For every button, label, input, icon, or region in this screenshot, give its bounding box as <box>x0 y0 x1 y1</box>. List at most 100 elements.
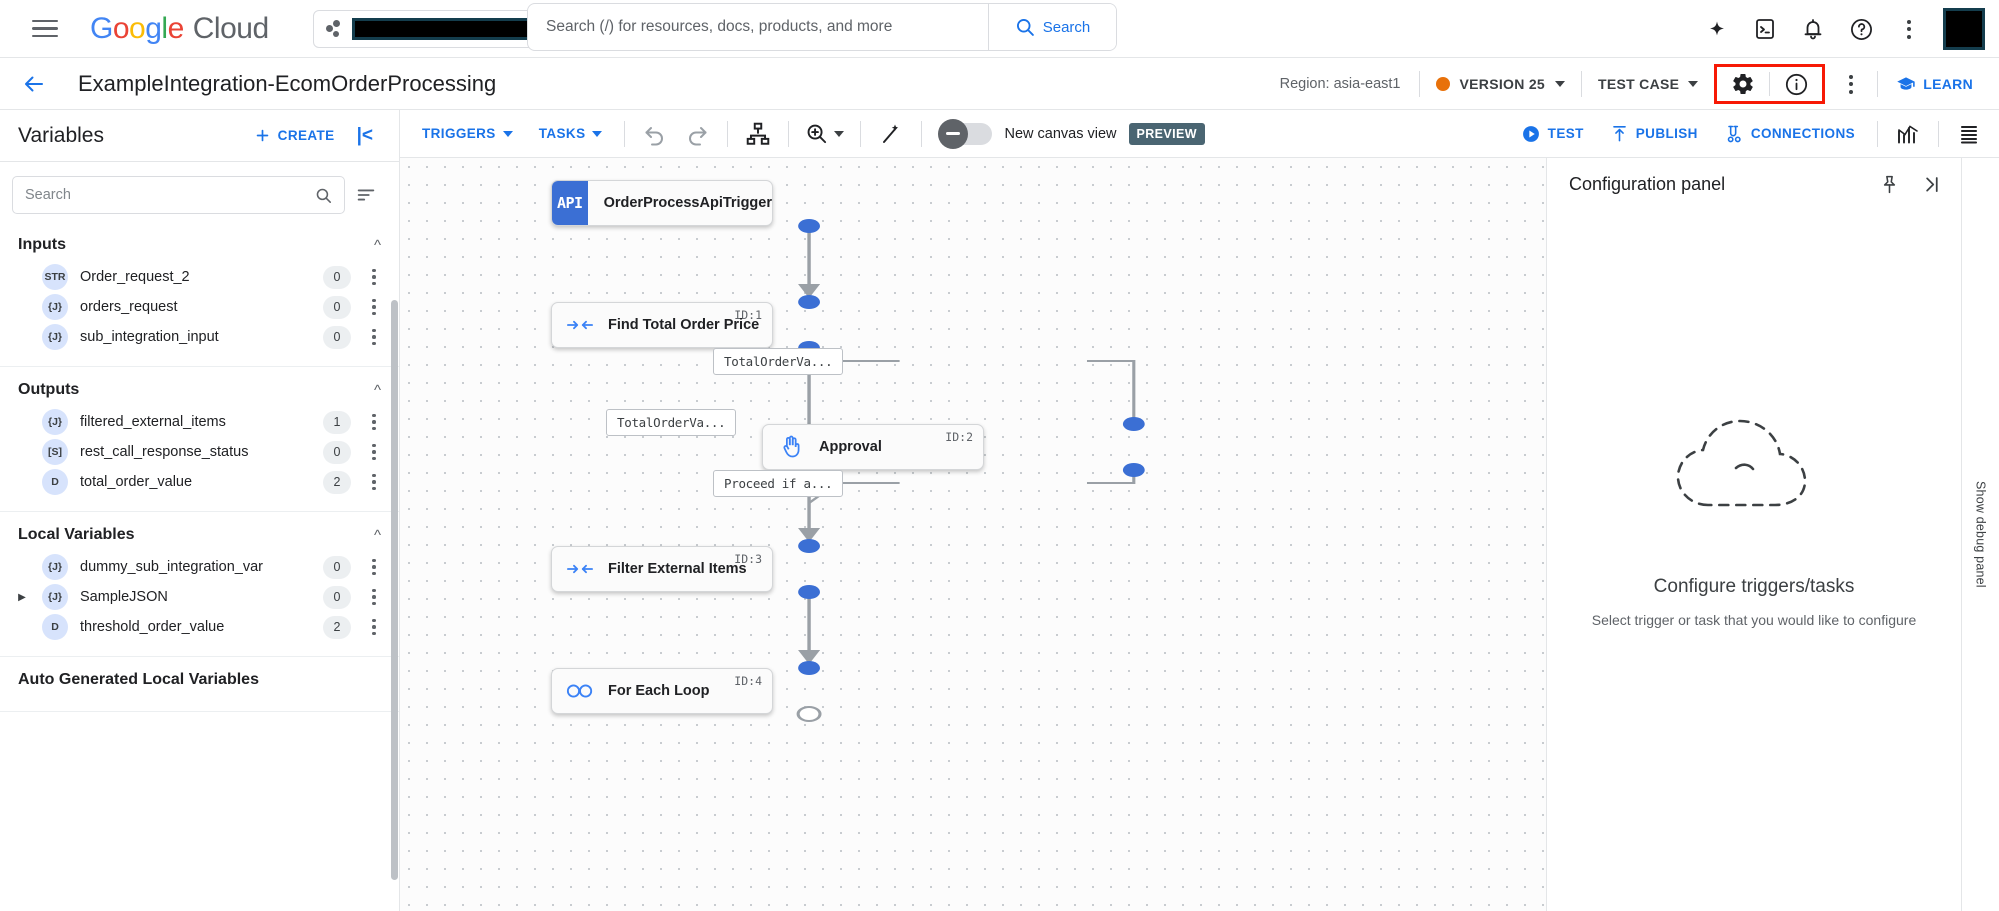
variable-name: SampleJSON <box>80 589 168 605</box>
variable-count: 0 <box>323 295 351 319</box>
row-more-icon[interactable] <box>363 268 385 286</box>
test-button[interactable]: TEST <box>1509 116 1596 152</box>
logs-list-icon[interactable] <box>1949 116 1989 152</box>
api-badge: API <box>552 181 588 225</box>
publish-button[interactable]: PUBLISH <box>1598 116 1710 151</box>
new-canvas-view-toggle[interactable] <box>938 118 993 149</box>
variable-row[interactable]: D total_order_value 2 <box>0 467 399 497</box>
pin-icon[interactable] <box>1869 166 1909 202</box>
flow-node-for-each-loop[interactable]: For Each Loop ID:4 <box>551 668 773 714</box>
row-more-icon[interactable] <box>363 618 385 636</box>
search-input[interactable] <box>25 187 315 203</box>
collapse-panel-icon[interactable]: |< <box>356 124 373 146</box>
flow-node-trigger[interactable]: API OrderProcessApiTrigger <box>551 180 773 226</box>
variable-name: sub_integration_input <box>80 329 219 345</box>
connections-icon <box>1727 125 1741 142</box>
expand-triangle-icon[interactable]: ▶ <box>18 591 26 603</box>
row-more-icon[interactable] <box>363 473 385 491</box>
row-more-icon[interactable] <box>363 588 385 606</box>
row-more-icon[interactable] <box>363 558 385 576</box>
header-actions <box>1695 0 1985 58</box>
group-header[interactable]: Inputs ^ <box>0 222 399 262</box>
variable-row[interactable]: {J} sub_integration_input 0 <box>0 322 399 352</box>
more-vert-icon[interactable] <box>1887 7 1931 51</box>
flow-edges <box>796 219 1145 722</box>
edge-label[interactable]: TotalOrderVa... <box>713 348 844 375</box>
row-more-icon[interactable] <box>363 298 385 316</box>
region-label: Region: asia-east1 <box>1279 76 1401 92</box>
global-search[interactable]: Search <box>527 3 1117 51</box>
variable-name: total_order_value <box>80 474 193 490</box>
sidebar-scrollbar[interactable] <box>391 300 398 880</box>
flow-node-approval[interactable]: Approval ID:2 <box>762 424 984 470</box>
flow-node-filter-external-items[interactable]: Filter External Items ID:3 <box>551 546 773 592</box>
graduation-cap-icon <box>1897 77 1915 90</box>
hamburger-menu-icon[interactable] <box>22 6 68 52</box>
back-arrow-icon[interactable] <box>12 62 56 106</box>
version-selector[interactable]: VERSION 25 <box>1420 76 1581 92</box>
help-question-icon[interactable] <box>1839 7 1883 51</box>
variables-list[interactable]: Inputs ^ STR Order_request_2 0 {J} order… <box>0 222 399 911</box>
cloud-shell-icon[interactable] <box>1743 7 1787 51</box>
variables-search-row <box>0 162 399 222</box>
divider <box>1581 71 1582 97</box>
divider <box>788 120 790 147</box>
expand-panel-icon[interactable] <box>1911 166 1951 202</box>
create-variable-button[interactable]: CREATE <box>246 121 343 150</box>
variables-search[interactable] <box>12 176 345 214</box>
test-case-selector[interactable]: TEST CASE <box>1582 76 1714 92</box>
show-debug-panel-rail[interactable]: Show debug panel <box>1961 158 1999 911</box>
magic-wand-icon[interactable] <box>871 116 911 152</box>
variables-sidebar: Variables CREATE |< <box>0 110 400 911</box>
row-more-icon[interactable] <box>363 443 385 461</box>
settings-gear-icon[interactable] <box>1717 65 1769 103</box>
edge-label[interactable]: TotalOrderVa... <box>606 409 737 436</box>
tasks-menu[interactable]: TASKS <box>527 118 615 149</box>
variable-row[interactable]: STR Order_request_2 0 <box>0 262 399 292</box>
edge-label[interactable]: Proceed if a... <box>713 470 844 497</box>
variable-row[interactable]: ▶ {J} SampleJSON 0 <box>0 582 399 612</box>
variable-row[interactable]: {J} orders_request 0 <box>0 292 399 322</box>
avatar[interactable] <box>1943 8 1985 50</box>
variable-row[interactable]: {J} dummy_sub_integration_var 0 <box>0 552 399 582</box>
undo-icon[interactable] <box>635 116 675 152</box>
version-status-dot <box>1435 77 1450 91</box>
search-button-label: Search <box>1042 18 1091 36</box>
flow-canvas[interactable]: API OrderProcessApiTrigger Find Total Or… <box>400 158 1546 911</box>
variable-row[interactable]: {J} filtered_external_items 1 <box>0 407 399 437</box>
analytics-chart-icon[interactable] <box>1888 116 1928 152</box>
connections-button[interactable]: CONNECTIONS <box>1712 116 1867 152</box>
variable-group-inputs: Inputs ^ STR Order_request_2 0 {J} order… <box>0 222 399 367</box>
group-header[interactable]: Local Variables ^ <box>0 512 399 552</box>
variable-row[interactable]: [S] rest_call_response_status 0 <box>0 437 399 467</box>
flow-node-find-total-order-price[interactable]: Find Total Order Price ID:1 <box>551 302 773 348</box>
group-header[interactable]: Outputs ^ <box>0 367 399 407</box>
auto-layout-icon[interactable] <box>738 116 778 152</box>
redo-icon[interactable] <box>677 116 717 152</box>
row-more-icon[interactable] <box>363 413 385 431</box>
chevron-up-icon: ^ <box>373 236 381 254</box>
node-id: ID:3 <box>734 552 762 566</box>
chevron-down-icon <box>592 130 603 137</box>
divider <box>1877 71 1879 97</box>
node-id: ID:4 <box>734 674 762 688</box>
search-button[interactable]: Search <box>988 4 1116 50</box>
loop-infinity-icon <box>552 683 608 699</box>
triggers-menu[interactable]: TRIGGERS <box>410 118 525 149</box>
zoom-icon[interactable] <box>799 116 850 152</box>
search-icon <box>316 188 332 203</box>
row-more-icon[interactable] <box>363 328 385 346</box>
group-header[interactable]: Auto Generated Local Variables <box>0 657 399 697</box>
data-mapping-icon <box>552 316 608 334</box>
variable-row[interactable]: D threshold_order_value 2 <box>0 612 399 642</box>
more-vert-icon[interactable] <box>1829 62 1873 106</box>
sort-icon[interactable] <box>351 180 381 210</box>
new-canvas-toggle-group: New canvas view PREVIEW <box>932 118 1205 149</box>
learn-button[interactable]: LEARN <box>1878 74 1991 94</box>
info-circle-icon[interactable] <box>1770 65 1822 103</box>
gemini-sparkle-icon[interactable] <box>1695 7 1739 51</box>
notifications-bell-icon[interactable] <box>1791 7 1835 51</box>
search-input[interactable] <box>528 4 988 50</box>
canvas-area: API OrderProcessApiTrigger Find Total Or… <box>400 158 1999 911</box>
